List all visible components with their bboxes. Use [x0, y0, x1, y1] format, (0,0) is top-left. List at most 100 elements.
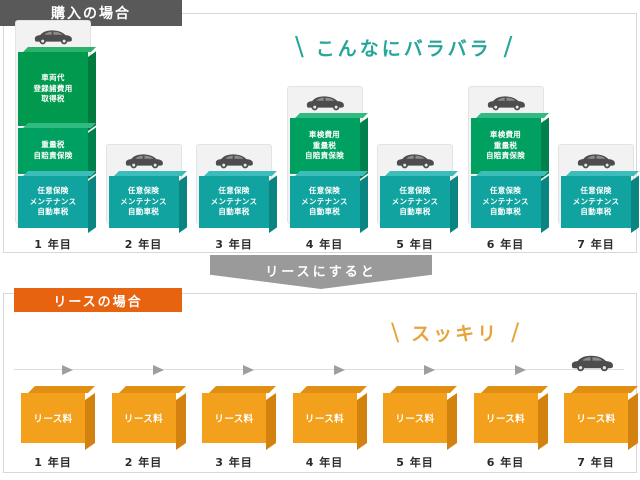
slash-right-icon: /	[503, 32, 516, 62]
cost-block-label: 車検費用重量税自賠責保険	[305, 129, 344, 161]
cost-stack: 任意保険メンテナンス自動車税	[561, 151, 639, 233]
car-icon	[577, 154, 615, 169]
car-icon	[212, 151, 256, 173]
lease-fee-box: リース料	[202, 386, 276, 450]
purchase-column: 車両代登録諸費用取得税重量税自賠責保険任意保険メンテナンス自動車税 1 年目	[11, 20, 96, 252]
car-icon	[122, 151, 166, 173]
purchase-column: 任意保険メンテナンス自動車税 7 年目	[554, 144, 639, 252]
purchase-header-label: 購入の場合	[51, 6, 131, 22]
year-label: 3 年目	[215, 456, 253, 469]
purchase-column: 車検費用重量税自賠責保険任意保険メンテナンス自動車税 4 年目	[283, 86, 368, 252]
car-icon	[306, 96, 344, 111]
lease-fee-label: リース料	[395, 414, 435, 425]
lease-column: リース料 6 年目	[464, 386, 548, 470]
cost-block-label: 車両代登録諸費用取得税	[33, 72, 73, 104]
triangle-right-icon	[62, 365, 73, 375]
purchase-column: 車検費用重量税自賠責保険任意保険メンテナンス自動車税 6 年目	[464, 86, 549, 252]
cost-block-label: 任意保険メンテナンス自動車税	[301, 185, 348, 217]
lease-column: リース料 7 年目	[554, 386, 638, 470]
car-icon	[487, 96, 525, 111]
cost-stack: 任意保険メンテナンス自動車税	[108, 151, 187, 233]
lease-column: リース料 2 年目	[102, 386, 186, 470]
lease-fee-label: リース料	[304, 414, 345, 425]
lease-column: リース料 4 年目	[283, 386, 367, 470]
purchase-column: 任意保険メンテナンス自動車税 5 年目	[373, 144, 458, 252]
year-label: 5 年目	[396, 238, 434, 251]
lease-fee-label: リース料	[33, 414, 73, 425]
car-icon	[484, 93, 528, 115]
cost-block: 任意保険メンテナンス自動車税	[108, 171, 187, 233]
triangle-right-icon	[514, 365, 526, 375]
lease-fee-box: リース料	[473, 386, 548, 450]
lease-fee-box: リース料	[383, 386, 457, 450]
lease-catchcopy-text: スッキリ	[411, 322, 500, 345]
cost-block-label: 任意保険メンテナンス自動車税	[29, 185, 77, 217]
lease-fee-box: リース料	[292, 386, 367, 450]
triangle-right-icon	[333, 365, 345, 375]
transition-banner: リースにすると	[210, 255, 432, 289]
car-icon	[125, 154, 163, 169]
car-icon	[574, 151, 618, 173]
car-icon	[396, 154, 434, 169]
year-label: 6 年目	[486, 456, 525, 469]
slash-left-icon: /	[388, 318, 400, 346]
cost-stack: 車両代登録諸費用取得税重量税自賠責保険任意保険メンテナンス自動車税	[18, 27, 96, 233]
triangle-right-icon	[424, 365, 435, 375]
cost-block: 車両代登録諸費用取得税	[18, 47, 96, 131]
purchase-catchcopy-text: こんなにバラバラ	[315, 37, 492, 60]
car-icon	[571, 355, 613, 372]
year-label: 4 年目	[305, 238, 344, 251]
lease-section-frame	[3, 293, 637, 473]
cost-block-label: 任意保険メンテナンス自動車税	[210, 185, 258, 217]
lease-fee-label: リース料	[485, 414, 526, 425]
purchase-catchcopy: / こんなにバラバラ /	[292, 32, 515, 62]
year-label: 2 年目	[124, 456, 163, 469]
slash-right-icon: /	[511, 318, 523, 346]
cost-block: 任意保険メンテナンス自動車税	[289, 171, 368, 233]
lease-fee-label: リース料	[214, 414, 254, 425]
cost-block-label: 任意保険メンテナンス自動車税	[120, 185, 167, 217]
year-label: 7 年目	[577, 456, 615, 469]
lease-fee-box: リース料	[21, 386, 95, 450]
cost-block-label: 任意保険メンテナンス自動車税	[572, 185, 620, 217]
transition-banner-label: リースにすると	[265, 265, 377, 280]
cost-block: 車検費用重量税自賠責保険	[470, 113, 549, 179]
triangle-right-icon	[243, 365, 254, 375]
cost-stack: 車検費用重量税自賠責保険任意保険メンテナンス自動車税	[470, 93, 549, 233]
car-icon	[568, 352, 616, 376]
cost-block-label: 重量税自賠責保険	[33, 140, 73, 160]
lease-timeline-axis	[14, 369, 624, 370]
lease-fee-label: リース料	[576, 414, 616, 425]
purchase-chart: 車両代登録諸費用取得税重量税自賠責保険任意保険メンテナンス自動車税 1 年目 任意保…	[3, 20, 639, 252]
car-icon	[31, 27, 75, 49]
year-label: 6 年目	[486, 238, 525, 251]
lease-chart: リース料 1 年目 リース料 2 年目 リース料 3 年目 リース料 4 年目 リース料 5 年目…	[3, 350, 638, 470]
cost-block: 任意保険メンテナンス自動車税	[199, 171, 277, 233]
year-label: 1 年目	[34, 456, 72, 469]
year-label: 5 年目	[396, 456, 434, 469]
lease-fee-label: リース料	[123, 414, 164, 425]
cost-block: 車検費用重量税自賠責保険	[289, 113, 368, 179]
year-label: 7 年目	[577, 238, 615, 251]
purchase-column: 任意保険メンテナンス自動車税 2 年目	[102, 144, 187, 252]
cost-block: 任意保険メンテナンス自動車税	[380, 171, 458, 233]
year-label: 4 年目	[305, 456, 344, 469]
triangle-right-icon	[152, 365, 164, 375]
car-icon	[215, 154, 253, 169]
car-icon	[303, 93, 347, 115]
lease-column: リース料 1 年目	[11, 386, 95, 470]
year-label: 1 年目	[34, 238, 72, 251]
lease-column: リース料 5 年目	[373, 386, 457, 470]
lease-header-label: リースの場合	[53, 294, 143, 310]
car-icon	[393, 151, 437, 173]
cost-block: 任意保険メンテナンス自動車税	[470, 171, 549, 233]
cost-stack: 任意保険メンテナンス自動車税	[380, 151, 458, 233]
cost-block: 重量税自賠責保険	[18, 123, 96, 179]
lease-section-header: リースの場合	[14, 288, 182, 312]
cost-block: 任意保険メンテナンス自動車税	[18, 171, 96, 233]
cost-block-label: 任意保険メンテナンス自動車税	[391, 185, 439, 217]
year-label: 2 年目	[124, 238, 163, 251]
cost-stack: 車検費用重量税自賠責保険任意保険メンテナンス自動車税	[289, 93, 368, 233]
car-icon	[34, 30, 72, 45]
